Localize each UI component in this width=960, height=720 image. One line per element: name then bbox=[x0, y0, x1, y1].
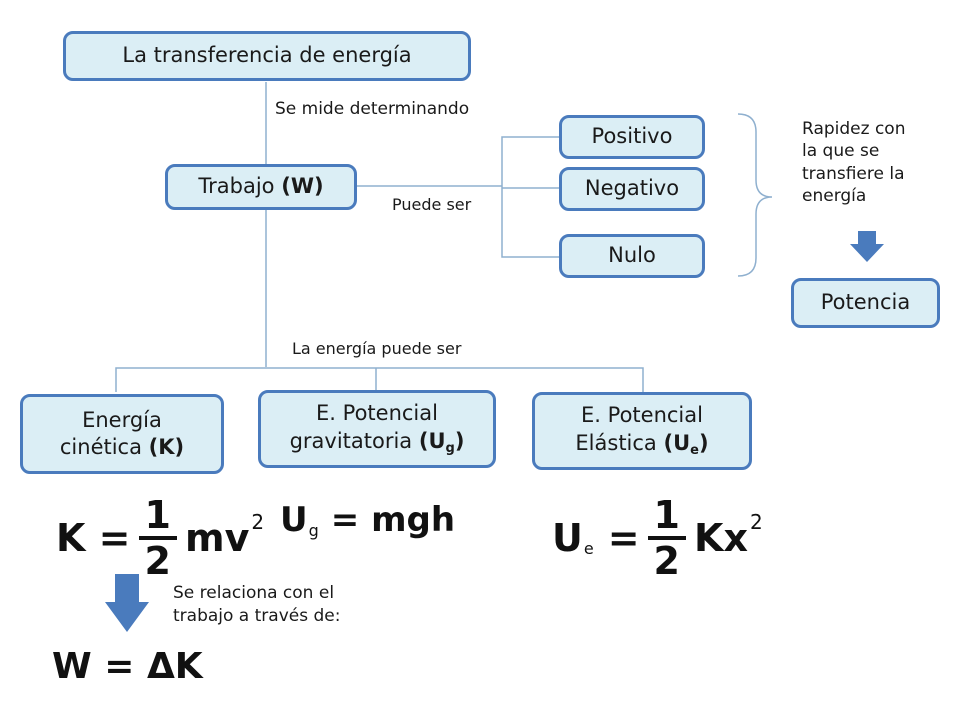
elastica-line-2: Elástica bbox=[575, 430, 664, 455]
elastic-body: Kx bbox=[694, 516, 748, 560]
kinetic-den: 2 bbox=[138, 536, 177, 580]
gravitatoria-box: E. Potencial gravitatoria (Ug) bbox=[258, 390, 496, 468]
formula-work: W = ΔK bbox=[52, 646, 203, 687]
gravity-lhs: U bbox=[280, 500, 308, 540]
label-puede-ser: Puede ser bbox=[392, 195, 472, 214]
kinetic-body: mv bbox=[184, 516, 250, 560]
rapidez-line-3: transfiere la bbox=[802, 163, 905, 184]
cinetica-symbol: (K) bbox=[148, 435, 185, 459]
elastica-symbol-sub: e bbox=[690, 442, 699, 458]
kinetic-fraction: 1 2 bbox=[138, 493, 177, 580]
arrow-down-large-icon bbox=[105, 574, 149, 632]
elastic-num: 1 bbox=[653, 493, 680, 537]
root-title: La transferencia de energía bbox=[122, 43, 412, 68]
trabajo-symbol: (W) bbox=[281, 174, 324, 199]
elastic-fraction: 1 2 bbox=[647, 493, 686, 580]
label-se-mide: Se mide determinando bbox=[275, 99, 470, 119]
relaciona-line-2: trabajo a través de: bbox=[173, 605, 341, 626]
label-rapidez: Rapidez con la que se transfiere la ener… bbox=[802, 118, 905, 208]
trabajo-box: Trabajo (W) bbox=[165, 164, 357, 210]
root-box: La transferencia de energía bbox=[63, 31, 471, 81]
rapidez-line-2: la que se bbox=[802, 141, 880, 162]
elastic-lhs: U bbox=[552, 516, 583, 560]
kinetic-num: 1 bbox=[144, 493, 171, 537]
nulo-label: Nulo bbox=[608, 243, 656, 268]
positivo-box: Positivo bbox=[559, 115, 705, 159]
curly-brace bbox=[737, 113, 773, 277]
gravitatoria-line-2: gravitatoria bbox=[289, 428, 419, 453]
label-energia-puede-ser: La energía puede ser bbox=[292, 339, 462, 358]
rapidez-line-1: Rapidez con bbox=[802, 119, 906, 139]
negativo-box: Negativo bbox=[559, 167, 705, 211]
elastic-eq: = bbox=[607, 516, 640, 560]
cinetica-line-1: Energía bbox=[82, 407, 162, 432]
label-relaciona: Se relaciona con el trabajo a través de: bbox=[173, 582, 340, 628]
potencia-label: Potencia bbox=[820, 290, 911, 315]
kinetic-lhs: K = bbox=[56, 516, 131, 560]
gravity-rhs: = mgh bbox=[330, 500, 456, 540]
nulo-box: Nulo bbox=[559, 234, 705, 278]
potencia-box: Potencia bbox=[791, 278, 940, 328]
gravitatoria-line-1: E. Potencial bbox=[316, 401, 438, 426]
kinetic-exp: 2 bbox=[251, 510, 265, 534]
elastica-line-1: E. Potencial bbox=[581, 403, 703, 428]
connector-energies-bus bbox=[115, 367, 644, 394]
positivo-label: Positivo bbox=[591, 124, 673, 149]
cinetica-line-2: cinética bbox=[59, 435, 149, 459]
elastic-den: 2 bbox=[647, 536, 686, 580]
elastica-symbol-open: (U bbox=[663, 430, 691, 455]
rapidez-line-4: energía bbox=[802, 186, 867, 207]
elastic-exp: 2 bbox=[749, 510, 763, 534]
gravitatoria-symbol-sub: g bbox=[445, 440, 455, 456]
cinetica-box: Energía cinética (K) bbox=[20, 394, 224, 474]
gravitatoria-symbol-close: ) bbox=[454, 428, 465, 453]
elastica-box: E. Potencial Elástica (Ue) bbox=[532, 392, 752, 470]
connector-signs-bracket bbox=[501, 136, 560, 258]
relaciona-line-1: Se relaciona con el bbox=[173, 583, 335, 603]
elastica-symbol-close: ) bbox=[698, 430, 709, 455]
gravity-sub: g bbox=[308, 520, 319, 540]
trabajo-label: Trabajo bbox=[198, 174, 275, 199]
gravitatoria-symbol-open: (U bbox=[418, 428, 446, 453]
elastic-sub: e bbox=[583, 538, 594, 558]
arrow-down-icon bbox=[850, 231, 884, 262]
negativo-label: Negativo bbox=[584, 176, 680, 201]
